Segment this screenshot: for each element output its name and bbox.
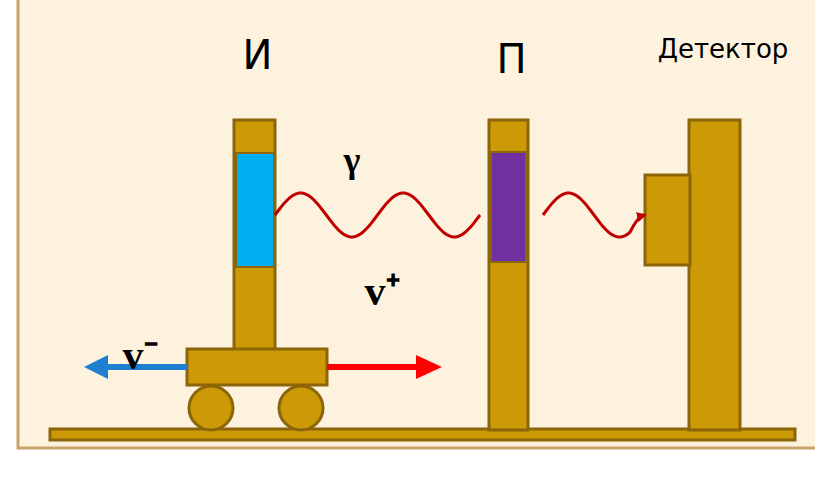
wheel bbox=[279, 386, 323, 430]
apparatus-stand: И bbox=[226, 32, 289, 355]
apparatus-stand: Детектор bbox=[645, 34, 801, 430]
velocity-arrow bbox=[327, 364, 422, 370]
stand-label: И bbox=[226, 32, 289, 78]
absorber-column bbox=[489, 120, 528, 430]
stand-label: П bbox=[480, 36, 543, 82]
gamma-ray bbox=[543, 193, 645, 237]
detector-window bbox=[645, 175, 690, 265]
floor bbox=[50, 429, 795, 440]
source-sample bbox=[236, 153, 274, 267]
gamma-ray bbox=[275, 193, 480, 237]
stand-label: Детектор bbox=[645, 34, 801, 64]
apparatus-stand: П bbox=[480, 36, 543, 430]
absorber-sample bbox=[491, 152, 526, 262]
velocity-label: v⁺ bbox=[365, 260, 400, 317]
arrow-head bbox=[416, 355, 442, 379]
source-column bbox=[234, 120, 275, 352]
edge-label: γ bbox=[343, 139, 360, 181]
panel bbox=[18, 0, 815, 448]
cart bbox=[187, 349, 327, 385]
wheel bbox=[189, 386, 233, 430]
detector-column bbox=[689, 120, 740, 430]
velocity-label: v⁻ bbox=[123, 324, 158, 381]
arrow-head bbox=[84, 355, 108, 379]
